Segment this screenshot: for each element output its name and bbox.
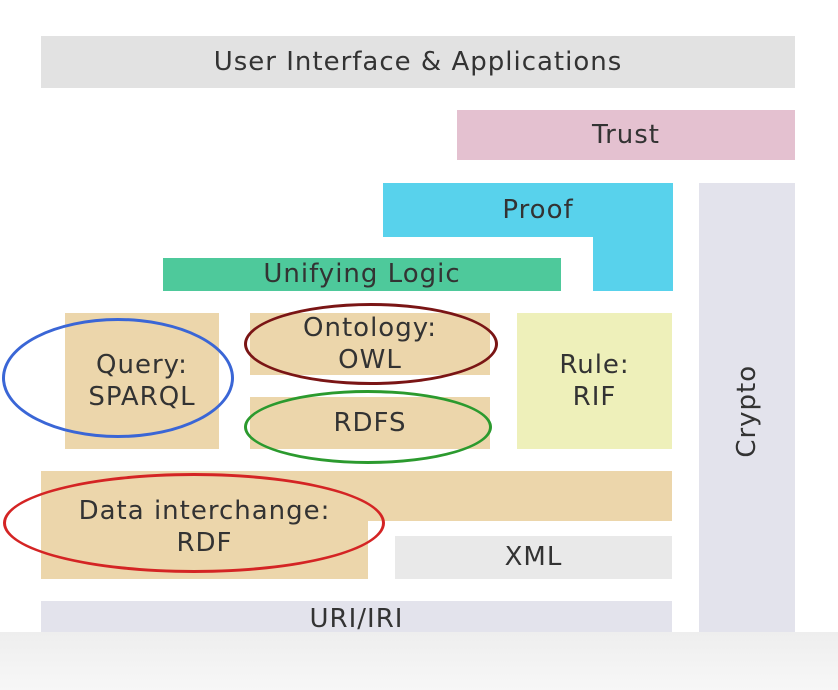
unifying-logic-layer: Unifying Logic [163,258,561,291]
unifying-logic-label: Unifying Logic [263,259,461,290]
trust-label: Trust [592,119,660,150]
ontology-label: Ontology: [303,312,437,343]
query-label: Query: [96,349,188,380]
xml-label: XML [504,542,563,573]
proof-layer: Proof [383,183,673,291]
data-interchange-rdf-layer: Data interchange: RDF [41,471,672,579]
user-interface-label: User Interface & Applications [213,46,623,77]
rule-rif-layer: Rule: RIF [517,313,672,449]
xml-layer: XML [395,536,672,579]
uri-iri-layer: URI/IRI [41,601,672,638]
data-interchange-label: Data interchange: [78,495,331,526]
proof-label: Proof [502,194,574,225]
crypto-layer: Crypto [699,183,795,640]
rdf-label: RDF [176,528,233,558]
rdfs-layer: RDFS [250,397,490,449]
rule-label: Rule: [559,349,630,380]
owl-label: OWL [338,345,402,375]
trust-layer: Trust [457,110,795,160]
rif-label: RIF [572,382,617,412]
sparql-label: SPARQL [88,382,196,412]
crypto-label: Crypto [731,365,762,458]
ontology-owl-layer: Ontology: OWL [250,313,490,375]
user-interface-layer: User Interface & Applications [41,36,795,88]
rdfs-label: RDFS [333,407,407,438]
bottom-fade-band [0,632,838,690]
query-sparql-layer: Query: SPARQL [65,313,219,449]
uri-iri-label: URI/IRI [309,604,404,635]
